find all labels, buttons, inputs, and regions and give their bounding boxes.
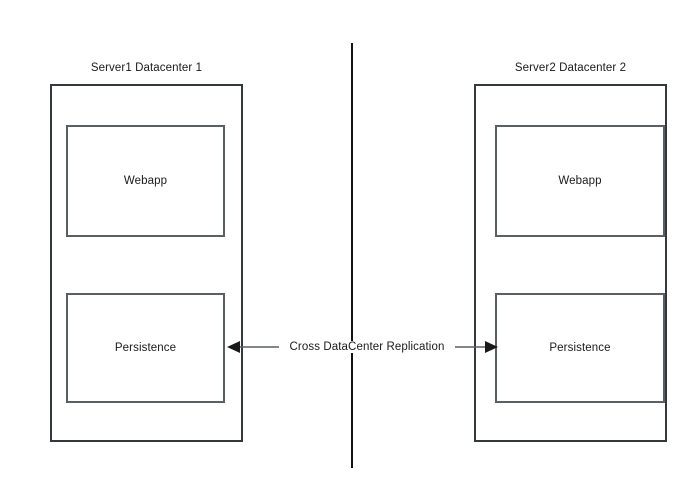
datacenter-title-left: Server1 Datacenter 1 <box>90 62 203 74</box>
component-label-left-webapp: Webapp <box>123 175 168 187</box>
component-label-right-persistence: Persistence <box>549 342 611 354</box>
component-box-right-persistence[interactable]: Persistence <box>495 293 665 403</box>
component-label-right-webapp: Webapp <box>558 175 602 187</box>
datacenter-title-right: Server2 Datacenter 2 <box>514 62 627 74</box>
component-box-right-webapp[interactable]: Webapp <box>495 125 665 237</box>
component-label-left-persistence: Persistence <box>114 342 177 354</box>
component-box-left-webapp[interactable]: Webapp <box>66 125 225 237</box>
component-box-left-persistence[interactable]: Persistence <box>66 293 225 403</box>
replication-label: Cross DataCenter Replication <box>279 341 455 353</box>
datacenter-divider-line <box>351 43 353 468</box>
